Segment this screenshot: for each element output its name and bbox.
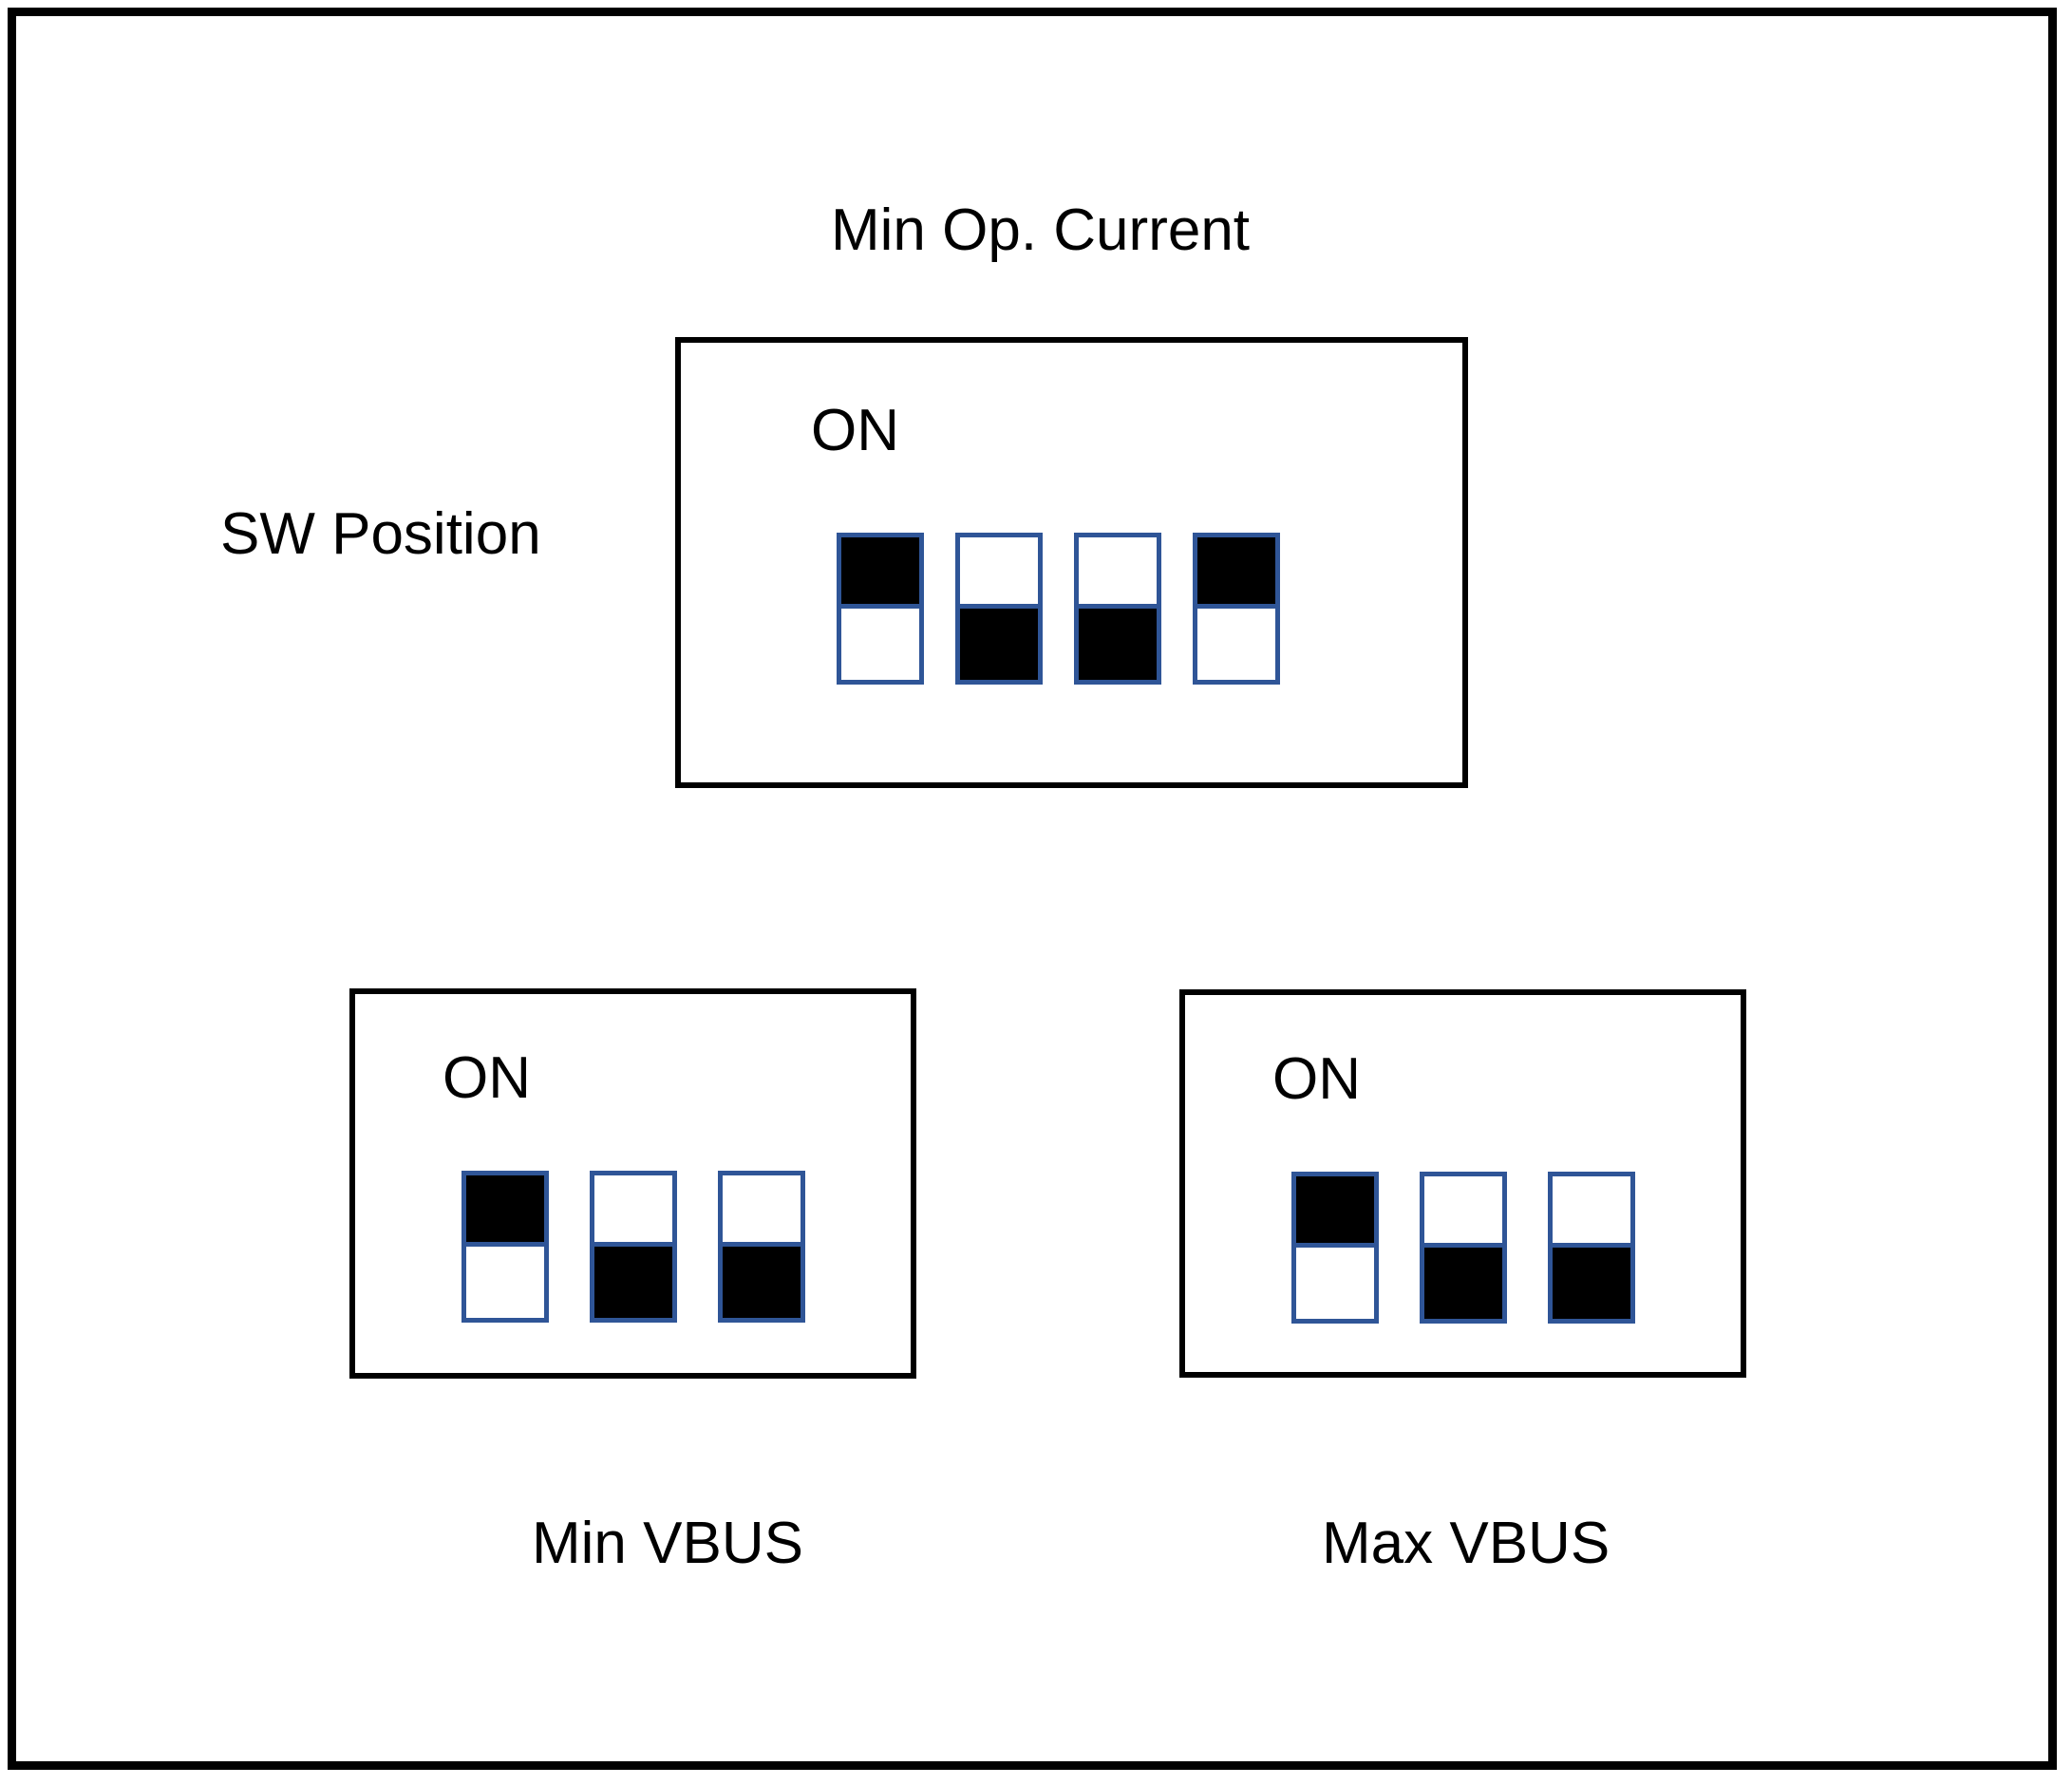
dipswitch-min-vbus-3-top[interactable]	[723, 1175, 801, 1247]
sw-position-label: SW Position	[220, 501, 541, 567]
dipswitch-min-op-current-1[interactable]	[837, 533, 924, 685]
dipswitch-min-vbus-2-bottom[interactable]	[594, 1247, 672, 1318]
max-vbus-switch-rail	[1291, 1172, 1635, 1324]
dipswitch-min-op-current-4-bottom[interactable]	[1197, 609, 1275, 680]
min-op-current-switch-box[interactable]: ON	[675, 337, 1468, 788]
dipswitch-max-vbus-1-top[interactable]	[1296, 1176, 1374, 1248]
dipswitch-min-vbus-1-top[interactable]	[466, 1175, 544, 1247]
outer-frame	[8, 8, 2057, 1770]
dipswitch-min-op-current-1-top[interactable]	[841, 537, 919, 609]
max-vbus-switch-box[interactable]: ON	[1179, 989, 1746, 1378]
dipswitch-max-vbus-3[interactable]	[1548, 1172, 1635, 1324]
dipswitch-min-vbus-1-bottom[interactable]	[466, 1247, 544, 1318]
dipswitch-max-vbus-2[interactable]	[1420, 1172, 1507, 1324]
dipswitch-max-vbus-2-top[interactable]	[1424, 1176, 1502, 1248]
dipswitch-min-op-current-1-bottom[interactable]	[841, 609, 919, 680]
min-op-current-switch-rail	[837, 533, 1280, 685]
max-vbus-on-label: ON	[1272, 1046, 1361, 1112]
dipswitch-min-vbus-3[interactable]	[718, 1171, 805, 1323]
dipswitch-max-vbus-3-bottom[interactable]	[1553, 1248, 1630, 1319]
min-vbus-switch-box[interactable]: ON	[349, 988, 916, 1379]
dipswitch-min-op-current-2[interactable]	[955, 533, 1043, 685]
dipswitch-max-vbus-1-bottom[interactable]	[1296, 1248, 1374, 1319]
dipswitch-min-op-current-4[interactable]	[1193, 533, 1280, 685]
min-vbus-on-label: ON	[443, 1045, 531, 1111]
min-vbus-switch-rail	[461, 1171, 805, 1323]
dipswitch-min-vbus-2-top[interactable]	[594, 1175, 672, 1247]
dipswitch-min-op-current-3-top[interactable]	[1079, 537, 1157, 609]
dipswitch-min-op-current-3[interactable]	[1074, 533, 1161, 685]
min-op-current-on-label: ON	[811, 398, 899, 463]
min-vbus-caption: Min VBUS	[532, 1511, 803, 1576]
dipswitch-min-vbus-2[interactable]	[590, 1171, 677, 1323]
dipswitch-min-op-current-2-top[interactable]	[960, 537, 1038, 609]
dipswitch-min-op-current-2-bottom[interactable]	[960, 609, 1038, 680]
dipswitch-min-vbus-3-bottom[interactable]	[723, 1247, 801, 1318]
min-op-current-title: Min Op. Current	[831, 197, 1251, 263]
dipswitch-min-op-current-4-top[interactable]	[1197, 537, 1275, 609]
dipswitch-max-vbus-3-top[interactable]	[1553, 1176, 1630, 1248]
max-vbus-caption: Max VBUS	[1322, 1511, 1611, 1576]
dipswitch-max-vbus-1[interactable]	[1291, 1172, 1379, 1324]
dipswitch-min-op-current-3-bottom[interactable]	[1079, 609, 1157, 680]
dipswitch-min-vbus-1[interactable]	[461, 1171, 549, 1323]
dipswitch-max-vbus-2-bottom[interactable]	[1424, 1248, 1502, 1319]
